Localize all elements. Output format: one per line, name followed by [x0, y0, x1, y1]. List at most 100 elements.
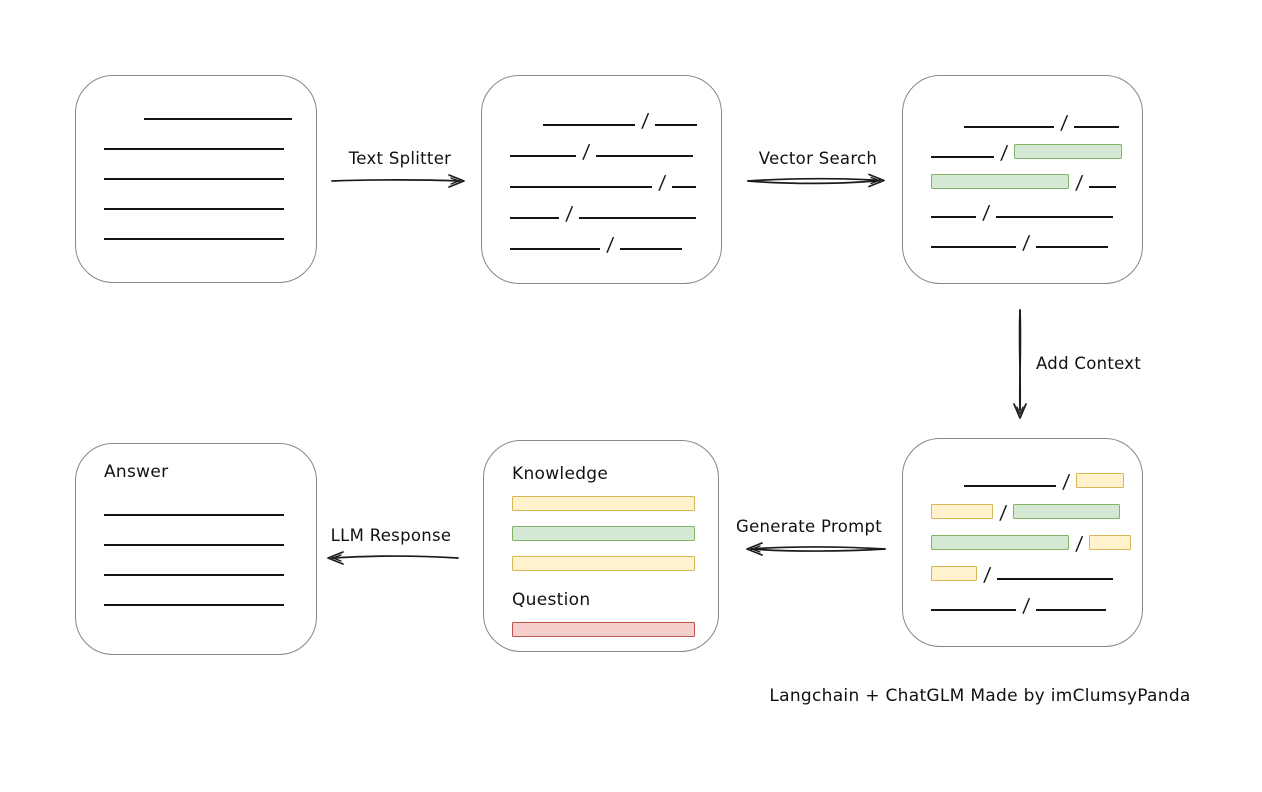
box-row: / — [931, 129, 1142, 164]
box-row — [104, 577, 316, 607]
text-line — [964, 126, 1054, 128]
generate-prompt-arrow — [746, 542, 886, 556]
box-row — [104, 517, 316, 547]
box-row — [512, 485, 718, 511]
answer-rows: Answer — [76, 444, 316, 607]
text-line — [510, 217, 559, 219]
box-row: / — [510, 158, 721, 194]
context-chunks-rows: ///// — [903, 439, 1142, 617]
text-splitter-arrow — [331, 174, 465, 188]
text-line — [672, 186, 697, 188]
source-document-card — [75, 75, 317, 283]
box-row — [104, 91, 316, 121]
box-row: Knowledge — [512, 455, 718, 485]
box-row: / — [931, 457, 1142, 493]
text-line — [931, 156, 994, 158]
text-line — [931, 216, 976, 218]
text-line — [596, 155, 694, 157]
text-line — [104, 238, 284, 240]
text-line — [510, 155, 576, 157]
knowledge-label: Knowledge — [512, 464, 609, 484]
split-chunks-rows: ///// — [482, 76, 721, 256]
box-row: / — [510, 96, 721, 132]
text-line — [931, 246, 1016, 248]
text-splitter-arrow-label: Text Splitter — [348, 149, 452, 168]
vector-search-arrow-label: Vector Search — [758, 149, 878, 168]
box-row: Question — [512, 571, 718, 611]
box-row: / — [931, 519, 1142, 555]
llm-response-arrow-label: LLM Response — [330, 526, 452, 545]
text-line — [1074, 126, 1120, 128]
text-line — [510, 248, 600, 250]
box-row: / — [931, 550, 1142, 586]
green-highlight-chunk — [931, 535, 1069, 550]
box-row: / — [931, 99, 1142, 134]
text-line — [964, 485, 1056, 487]
box-row — [104, 487, 316, 517]
box-row — [512, 541, 718, 571]
box-row — [104, 181, 316, 211]
text-line — [1036, 246, 1109, 248]
answer-card: Answer — [75, 443, 317, 655]
text-line — [104, 208, 284, 210]
text-line — [543, 124, 635, 126]
split-chunks-card: ///// — [481, 75, 722, 284]
box-row: / — [510, 189, 721, 225]
text-line — [997, 578, 1114, 580]
slash-separator: / — [605, 233, 615, 256]
answer-label: Answer — [104, 462, 169, 482]
generate-prompt-arrow-label: Generate Prompt — [736, 517, 882, 536]
source-document-rows — [76, 76, 316, 241]
box-row: / — [510, 220, 721, 256]
vector-search-arrow — [747, 173, 885, 188]
text-line — [1036, 609, 1107, 611]
context-chunks-card: ///// — [902, 438, 1143, 647]
yellow-highlight-chunk — [931, 504, 993, 519]
add-context-arrow — [1013, 309, 1027, 419]
red-question-chunk — [512, 622, 695, 637]
box-row — [104, 211, 316, 241]
box-row — [104, 151, 316, 181]
box-row: / — [931, 581, 1142, 617]
green-highlight-chunk — [1013, 504, 1121, 519]
text-line — [104, 544, 284, 546]
add-context-arrow-label: Add Context — [1036, 354, 1142, 373]
box-row — [512, 511, 718, 541]
text-line — [620, 248, 683, 250]
yellow-highlight-chunk — [1076, 473, 1125, 488]
yellow-highlight-chunk — [512, 496, 695, 511]
credit-caption: Langchain + ChatGLM Made by imClumsyPand… — [769, 686, 1191, 706]
box-row: / — [931, 219, 1142, 254]
box-row: / — [931, 488, 1142, 524]
matched-chunks-card: ///// — [902, 75, 1143, 284]
green-highlight-chunk — [931, 174, 1069, 189]
box-row: / — [510, 127, 721, 163]
slash-separator: / — [1021, 594, 1031, 617]
text-line — [144, 118, 292, 120]
question-label: Question — [512, 590, 591, 610]
text-line — [104, 514, 284, 516]
matched-chunks-rows: ///// — [903, 76, 1142, 254]
text-line — [655, 124, 698, 126]
text-line — [579, 217, 697, 219]
yellow-highlight-chunk — [1089, 535, 1132, 550]
text-line — [1089, 186, 1117, 188]
box-row: Answer — [104, 453, 316, 483]
box-row — [512, 611, 718, 637]
box-row — [104, 121, 316, 151]
box-row: / — [931, 159, 1142, 194]
slash-separator: / — [1021, 231, 1031, 254]
yellow-highlight-chunk — [931, 566, 977, 581]
green-highlight-chunk — [1014, 144, 1123, 159]
yellow-highlight-chunk — [512, 556, 695, 571]
text-line — [996, 216, 1114, 218]
text-line — [104, 574, 284, 576]
text-line — [931, 609, 1016, 611]
text-line — [104, 148, 284, 150]
text-line — [510, 186, 652, 188]
llm-response-arrow — [327, 551, 459, 565]
box-row: / — [931, 189, 1142, 224]
